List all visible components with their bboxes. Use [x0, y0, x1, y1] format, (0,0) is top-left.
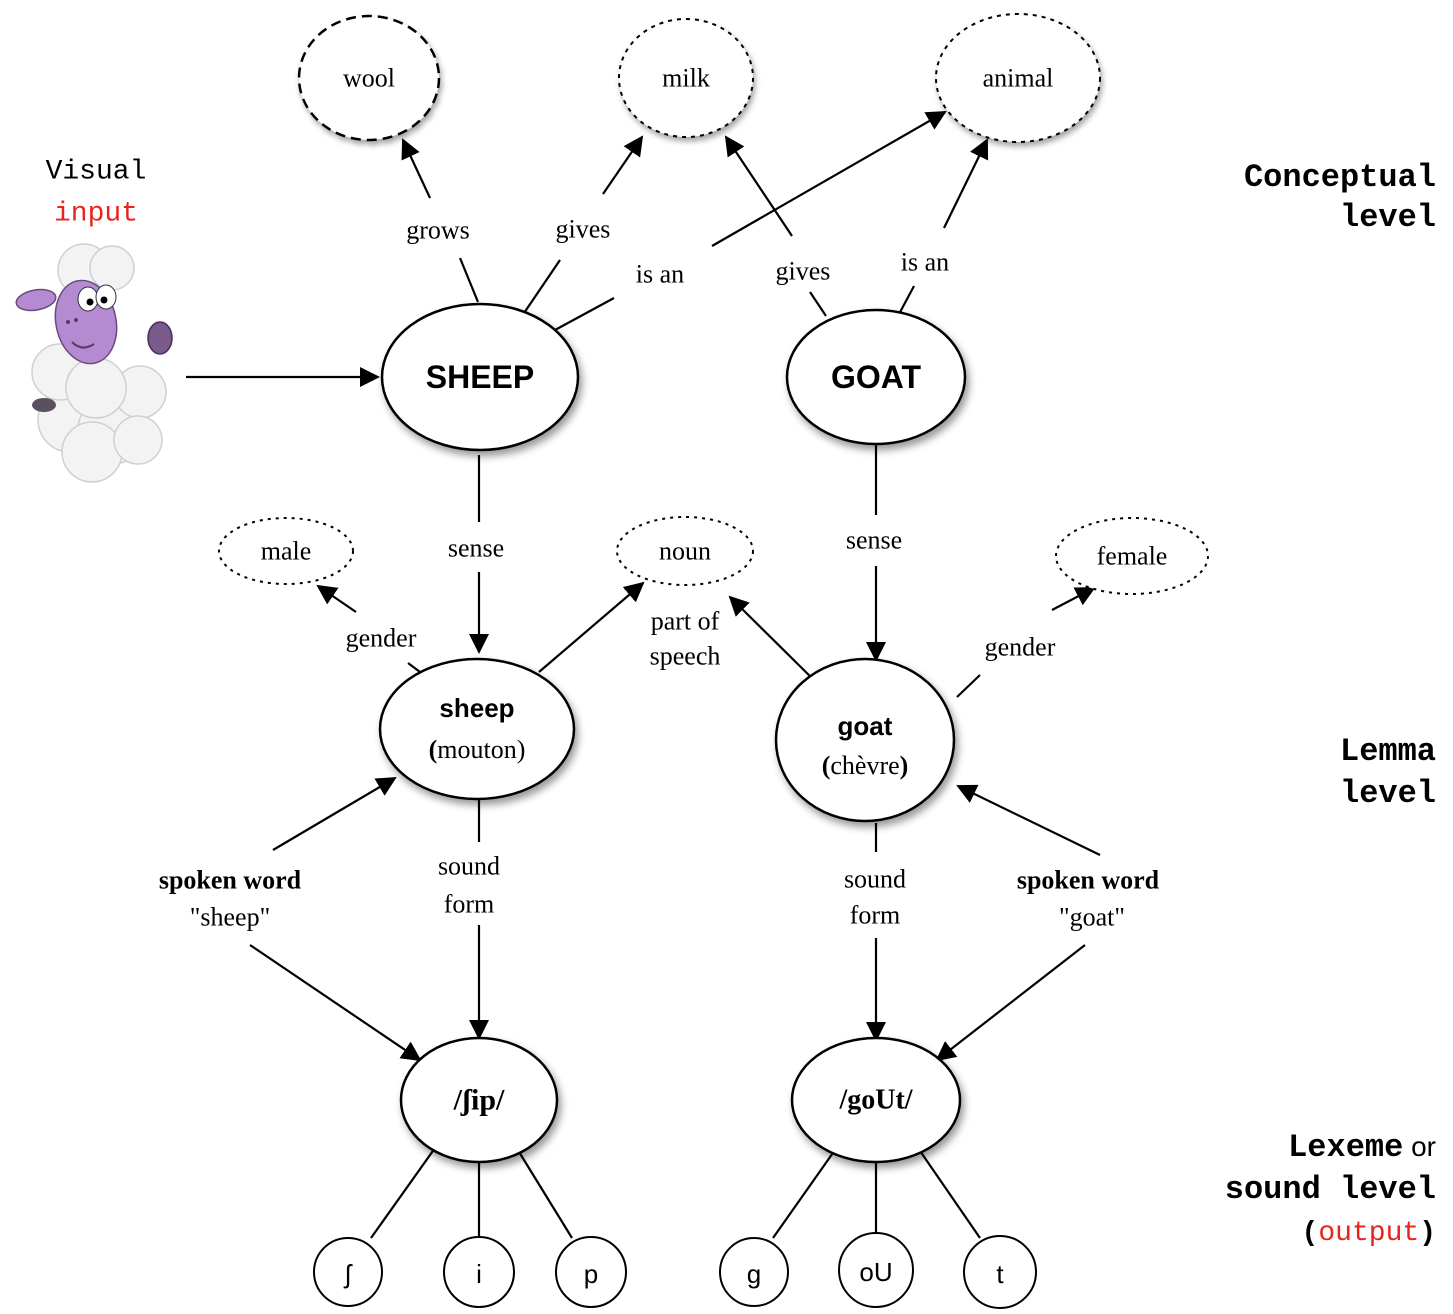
level-conceptual-1: Conceptual [1244, 159, 1436, 196]
svg-text:(chèvre): (chèvre) [822, 751, 909, 780]
svg-text:/goUt/: /goUt/ [838, 1085, 913, 1116]
edge-gives-sheep-arrow [602, 135, 644, 195]
svg-text:ʃ: ʃ [343, 1259, 353, 1289]
label-spoken-sheep: "sheep" [190, 903, 270, 932]
svg-text:noun: noun [659, 537, 711, 566]
label-soundform-goat-2: form [850, 901, 901, 930]
edge-labels: grows gives is an gives is an sense sens… [159, 215, 1160, 932]
svg-text:GOAT: GOAT [831, 359, 922, 395]
node-phoneme-oU: oU [838, 1232, 914, 1308]
label-spoken-goat: "goat" [1059, 903, 1125, 932]
svg-text:sheep: sheep [439, 693, 514, 723]
edge-phoneme-sh [370, 1147, 436, 1239]
svg-text:oU: oU [859, 1257, 892, 1287]
node-animal: animal [935, 13, 1101, 143]
svg-text:/ʃip/: /ʃip/ [453, 1084, 505, 1117]
edge-phoneme-t [917, 1147, 981, 1239]
node-phoneme-sh: ʃ [313, 1237, 383, 1307]
label-gender-sheep: gender [346, 624, 417, 653]
label-gives-sheep: gives [556, 215, 611, 244]
label-pos-line2: speech [650, 642, 721, 671]
edge-gender-sheep-arrow [316, 584, 357, 613]
svg-text:p: p [584, 1259, 598, 1289]
level-sound: sound level [1225, 1171, 1436, 1208]
svg-text:t: t [996, 1259, 1004, 1289]
node-GOAT: GOAT [785, 308, 967, 446]
edge-isan-goat-lower [897, 285, 915, 317]
level-lemma-1: Lemma [1340, 733, 1436, 770]
node-SHEEP: SHEEP [380, 302, 580, 452]
node-wool: wool [297, 14, 441, 142]
node-phoneme-i: i [443, 1236, 515, 1308]
label-sense-sheep: sense [448, 534, 504, 563]
edge-pos-sheep [538, 581, 645, 673]
node-male: male [218, 517, 354, 585]
level-output: (output) [1302, 1218, 1436, 1249]
node-phoneme-p: p [555, 1236, 627, 1308]
svg-text:SHEEP: SHEEP [426, 359, 534, 395]
svg-text:(mouton): (mouton) [429, 735, 526, 764]
level-lexeme: Lexeme or [1288, 1129, 1436, 1166]
node-lexeme-sheep: /ʃip/ [399, 1036, 559, 1164]
edge-pos-goat [728, 595, 823, 689]
node-lexeme-goat: /goUt/ [790, 1036, 962, 1164]
node-phoneme-t: t [963, 1235, 1037, 1309]
edge-phoneme-g [772, 1149, 836, 1239]
node-noun: noun [616, 516, 754, 586]
svg-text:female: female [1097, 542, 1168, 571]
label-soundform-sheep-1: sound [438, 852, 500, 881]
edge-isan-sheep-lower [554, 297, 615, 331]
label-grows: grows [406, 216, 470, 245]
edge-grows-lower [458, 257, 480, 303]
svg-text:goat: goat [838, 711, 893, 741]
node-lemma-goat: goat (chèvre) [774, 657, 956, 823]
edge-spoken-goat-up [956, 784, 1101, 856]
label-pos-line1: part of [651, 607, 720, 636]
svg-text:g: g [747, 1259, 761, 1289]
svg-text:male: male [261, 537, 312, 566]
edge-phoneme-p [515, 1146, 573, 1239]
edge-gender-sheep-lower [407, 662, 421, 673]
svg-text:wool: wool [343, 64, 395, 93]
level-lemma-2: level [1340, 775, 1436, 812]
edge-spoken-sheep-down [249, 944, 422, 1062]
edge-gender-goat-lower [956, 674, 981, 698]
level-conceptual-2: level [1340, 199, 1436, 236]
edge-gender-goat-arrow [1051, 587, 1096, 611]
edge-isan-sheep-arrow [711, 111, 947, 247]
visual-input-line2: input [54, 199, 138, 230]
edge-gives-goat-lower [809, 291, 827, 317]
label-soundform-goat-1: sound [844, 865, 906, 894]
visual-input-label: Visual input [46, 157, 147, 230]
node-female: female [1055, 517, 1209, 595]
edge-spoken-goat-down [935, 944, 1086, 1062]
label-spoken-word-goat: spoken word [1017, 866, 1160, 895]
svg-text:animal: animal [983, 64, 1054, 93]
node-milk: milk [618, 18, 754, 138]
label-spoken-word-sheep: spoken word [159, 866, 302, 895]
edge-spoken-sheep-up [272, 776, 397, 851]
edge-grows-arrow [401, 138, 431, 199]
label-sense-goat: sense [846, 526, 902, 555]
edge-gives-sheep-lower [521, 259, 561, 317]
edge-isan-goat-arrow [943, 138, 989, 229]
svg-text:i: i [476, 1259, 482, 1289]
svg-text:milk: milk [662, 64, 710, 93]
cartoon-sheep-icon [15, 243, 173, 483]
label-gives-goat: gives [776, 257, 831, 286]
visual-input-line1: Visual [46, 157, 147, 188]
edge-gives-goat-arrow [724, 135, 793, 237]
level-labels: Conceptual level Lemma level Lexeme or s… [1225, 159, 1436, 1249]
label-isan-sheep: is an [636, 260, 684, 289]
label-soundform-sheep-2: form [444, 890, 495, 919]
node-phoneme-g: g [719, 1237, 789, 1307]
label-gender-goat: gender [985, 633, 1056, 662]
label-isan-goat: is an [901, 248, 949, 277]
edges [186, 111, 1101, 1239]
node-lemma-sheep: sheep (mouton) [378, 657, 576, 801]
